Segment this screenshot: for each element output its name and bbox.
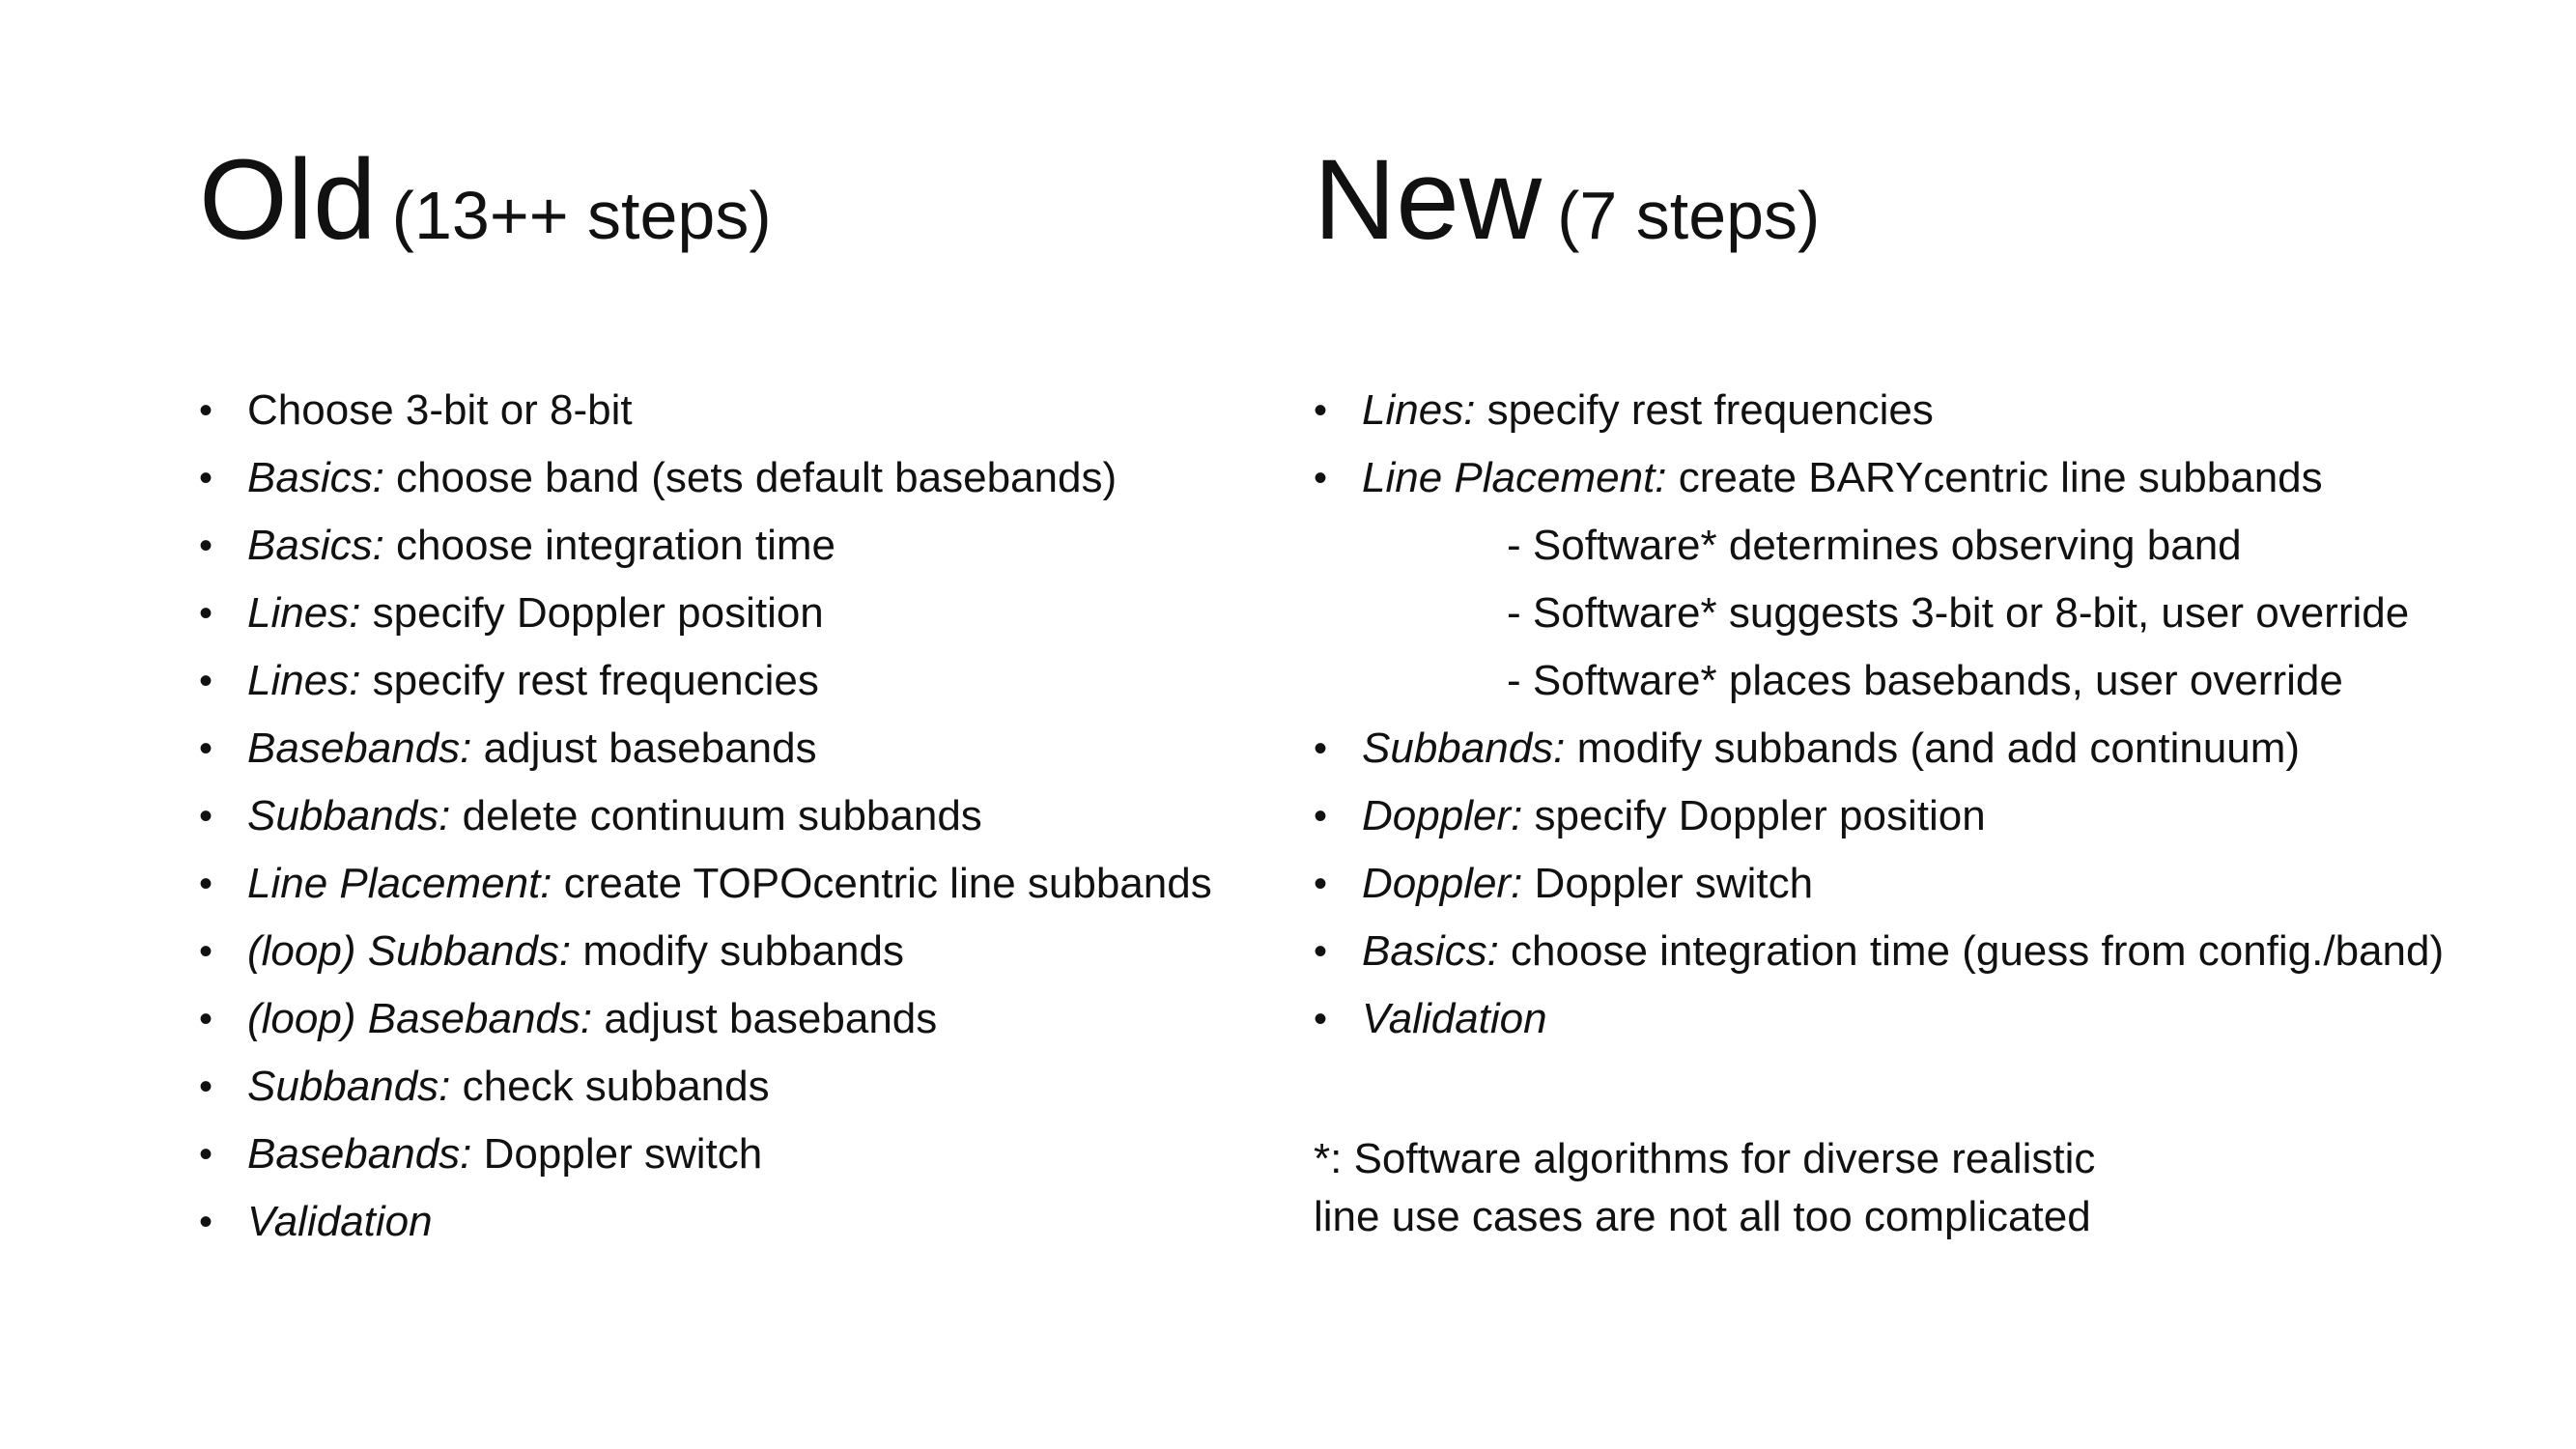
- sub-list-item: - Software* determines observing band: [1314, 512, 2444, 580]
- step-term: Doppler:: [1362, 860, 1523, 907]
- list-item: (loop) Basebands: adjust basebands: [199, 985, 1212, 1053]
- step-term: Basics:: [1362, 927, 1499, 975]
- step-text: check subbands: [450, 1063, 770, 1110]
- step-text: modify subbands (and add continuum): [1565, 724, 2301, 772]
- step-term: Subbands:: [247, 1063, 451, 1110]
- list-item: Lines: specify rest frequencies: [1314, 377, 2444, 444]
- list-item: Basics: choose integration time (guess f…: [1314, 918, 2444, 985]
- step-text: choose integration time (guess from conf…: [1498, 927, 2445, 975]
- list-item: Doppler: Doppler switch: [1314, 850, 2444, 918]
- step-term: Lines:: [1362, 386, 1476, 434]
- step-text: specify Doppler position: [360, 589, 824, 637]
- list-item: Line Placement: create BARYcentric line …: [1314, 444, 2444, 512]
- old-title: Old: [199, 136, 377, 264]
- step-term: Validation: [247, 1198, 433, 1245]
- new-step-count: (7 steps): [1557, 178, 1821, 253]
- step-text: adjust basebands: [592, 995, 938, 1042]
- footnote: *: Software algorithms for diverse reali…: [1314, 1130, 2095, 1246]
- list-item: Line Placement: create TOPOcentric line …: [199, 850, 1212, 918]
- step-text: - Software* places basebands, user overr…: [1507, 657, 2343, 704]
- step-text: delete continuum subbands: [450, 792, 982, 839]
- step-text: specify rest frequencies: [360, 657, 819, 704]
- step-term: Basics:: [247, 522, 384, 569]
- old-steps-list: Choose 3-bit or 8-bit Basics: choose ban…: [199, 377, 1212, 1256]
- list-item: (loop) Subbands: modify subbands: [199, 918, 1212, 985]
- step-term: Basebands:: [247, 724, 472, 772]
- step-text: - Software* determines observing band: [1507, 522, 2242, 569]
- step-text: create TOPOcentric line subbands: [552, 860, 1212, 907]
- step-text: specify Doppler position: [1522, 792, 1986, 839]
- step-term: Doppler:: [1362, 792, 1523, 839]
- list-item: Basebands: adjust basebands: [199, 715, 1212, 782]
- list-item: Basics: choose integration time: [199, 512, 1212, 580]
- step-text: choose integration time: [383, 522, 835, 569]
- list-item: Choose 3-bit or 8-bit: [199, 377, 1212, 444]
- step-text: specify rest frequencies: [1475, 386, 1934, 434]
- old-heading: Old(13++ steps): [199, 143, 772, 257]
- step-term: Line Placement:: [1362, 454, 1667, 501]
- list-item: Validation: [199, 1188, 1212, 1256]
- sub-list-item: - Software* places basebands, user overr…: [1314, 647, 2444, 715]
- sub-list-item: - Software* suggests 3-bit or 8-bit, use…: [1314, 580, 2444, 647]
- step-text: adjust basebands: [471, 724, 817, 772]
- list-item: Subbands: delete continuum subbands: [199, 782, 1212, 850]
- step-term: (loop) Subbands:: [247, 927, 572, 975]
- list-item: Lines: specify rest frequencies: [199, 647, 1212, 715]
- step-term: Basebands:: [247, 1130, 472, 1178]
- step-term: Line Placement:: [247, 860, 552, 907]
- new-steps-list: Lines: specify rest frequencies Line Pla…: [1314, 377, 2444, 1053]
- list-item: Basebands: Doppler switch: [199, 1121, 1212, 1188]
- list-item: Basics: choose band (sets default baseba…: [199, 444, 1212, 512]
- step-text: - Software* suggests 3-bit or 8-bit, use…: [1507, 589, 2410, 637]
- list-item: Subbands: check subbands: [199, 1053, 1212, 1121]
- step-term: Validation: [1362, 995, 1547, 1042]
- step-term: Subbands:: [1362, 724, 1566, 772]
- step-text: choose band (sets default basebands): [383, 454, 1118, 501]
- old-step-count: (13++ steps): [391, 178, 772, 253]
- step-text: Choose 3-bit or 8-bit: [247, 386, 633, 434]
- step-text: modify subbands: [571, 927, 904, 975]
- footnote-line: line use cases are not all too complicat…: [1314, 1193, 2091, 1240]
- new-heading: New(7 steps): [1314, 143, 1820, 257]
- step-term: (loop) Basebands:: [247, 995, 593, 1042]
- step-text: Doppler switch: [471, 1130, 763, 1178]
- list-item: Subbands: modify subbands (and add conti…: [1314, 715, 2444, 782]
- list-item: Validation: [1314, 985, 2444, 1053]
- step-text: create BARYcentric line subbands: [1666, 454, 2323, 501]
- step-term: Basics:: [247, 454, 384, 501]
- step-term: Lines:: [247, 657, 361, 704]
- step-text: Doppler switch: [1522, 860, 1814, 907]
- list-item: Lines: specify Doppler position: [199, 580, 1212, 647]
- new-title: New: [1314, 136, 1543, 264]
- step-term: Lines:: [247, 589, 361, 637]
- footnote-line: *: Software algorithms for diverse reali…: [1314, 1135, 2096, 1182]
- list-item: Doppler: specify Doppler position: [1314, 782, 2444, 850]
- step-term: Subbands:: [247, 792, 451, 839]
